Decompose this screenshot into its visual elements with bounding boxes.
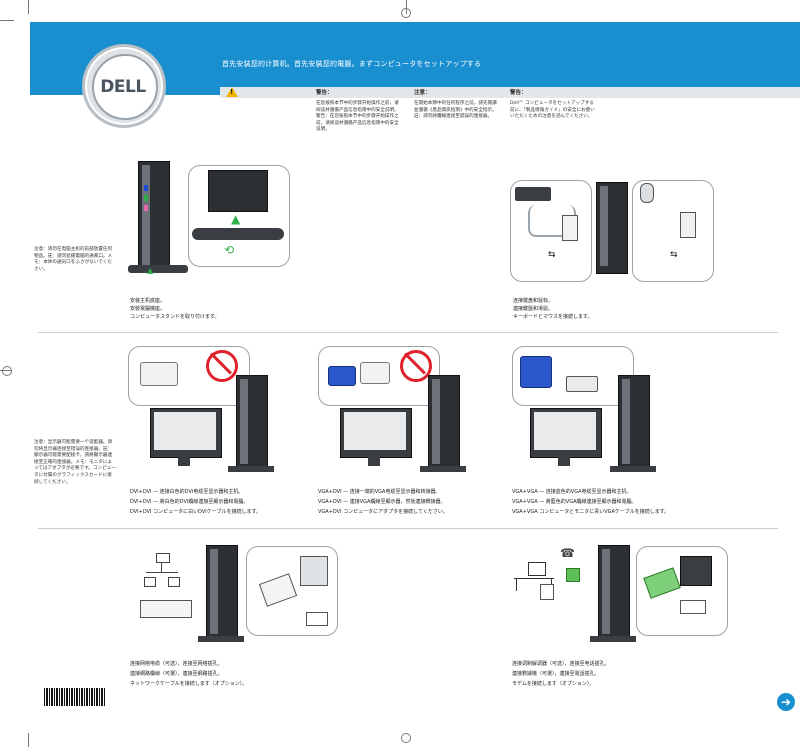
tower-back-panel [142,165,150,265]
modem-caption-zh-tw: 連接數據機（可選），連接至電話插孔。 [512,671,600,677]
ethernet-port [300,556,328,586]
dvi-connector [140,362,178,386]
keyboard-caption-zh-cn: 连接键盘和鼠标。 [513,298,554,304]
keyboard-caption-ja: キーボードとマウスを接続します。 [513,314,593,320]
monitor-screen [344,412,406,450]
vga-connector [520,356,552,388]
page-title: 首先安装您的计算机。首先安裝您的電腦。まずコンピュータをセットアップする [222,60,482,68]
keyboard-icon [515,187,551,201]
usb-connector [680,212,696,238]
monitor-screen [534,412,596,450]
tower-back-panel [432,379,440,464]
wall-jack [540,584,554,600]
arrow-up-icon: ▲ [147,266,154,275]
warning-heading-zh-cn: 警告： [316,90,333,96]
tower-stand [590,636,636,642]
dvi-caption-zh-tw: DVI+DVI — 將白色的DVI纜線連接至顯示器和電腦。 [130,499,249,505]
vga-dvi-caption-zh-cn: VGA+DVI — 连接一端的VGA电缆至显示器和转接器。 [318,489,441,495]
tower-back-panel [602,549,610,634]
crop-mark [28,0,29,14]
telephone-icon: ☎ [560,546,575,560]
modem-caption-ja: モデムを接続します（オプション）。 [512,681,595,687]
tower-stand [420,466,466,472]
registration-mark [2,366,12,376]
modem-port-icon [680,600,706,614]
monitor-stand [368,456,380,466]
modem-plug [566,568,580,582]
monitor-stand [178,456,190,466]
warning-heading-ja: 警告： [510,90,527,96]
arrow-up-icon: ▲ [231,212,241,226]
network-port-icon [306,612,328,626]
vga-vga-caption-zh-tw: VGA+VGA — 將藍色的VGA纜線連接至顯示器和電腦。 [512,499,637,505]
usb-icon: ⇆ [548,250,556,260]
usb-connector [562,215,578,241]
dvi-adapter [360,362,390,384]
stand-caption-ja: コンピュータスタンドを取り付けます。 [130,314,220,320]
monitor-screen [154,412,216,450]
tower-stand [198,636,244,642]
modem-port [680,556,712,586]
crop-mark [406,0,407,14]
tower-back-panel [210,549,218,634]
arrow-right-icon[interactable]: ➜ [777,693,795,711]
vga-vga-caption-zh-cn: VGA+VGA — 连接蓝色的VGA电缆至显示器和主机。 [512,489,632,495]
section-divider [38,332,778,333]
barcode [44,688,106,706]
tower-stand [228,466,274,472]
warning-bar [220,87,800,98]
network-jack [140,600,192,618]
vga-dvi-caption-ja: VGA+DVI コンピュータにアダプタを接続してください。 [318,509,448,515]
warning-text-zh-tw: 在開始本節中的任何程序之前，請先閱讀並遵循《產品資訊指南》中的安全指示。註：請勿… [414,101,497,120]
stand-base [128,265,188,273]
warning-text-ja: Dell™ コンピュータをセットアップする前に、『製品情報ガイド』の安全にお使い… [510,101,595,120]
network-caption-ja: ネットワークケーブルを接続します（オプション）。 [130,681,248,687]
tower-back-panel [600,186,608,266]
port-icon [144,185,148,191]
section-divider [38,528,778,529]
warning-exclamation: ! [230,88,234,96]
dvi-caption-ja: DVI+DVI コンピュータに白いDVIケーブルを接続します。 [130,509,261,515]
usb-icon: ⇆ [670,250,678,260]
vga-vga-caption-ja: VGA+VGA コンピュータとモニタに青いVGAケーブルを接続します。 [512,509,670,515]
dvi-caption-zh-cn: DVI+DVI — 连接白色的DVI电缆至显示器和主机。 [130,489,244,495]
network-caption-zh-cn: 连接网络电缆（可选），连接至网络插孔。 [130,661,223,667]
stand-caption-zh-tw: 安裝電腦機座。 [130,306,166,312]
crop-mark [28,733,29,747]
monitor-side-note: 注意：显示器可能需要一个适配器。请勿将显示器连接至错误的连接器。註：顯示器可能需… [34,440,116,485]
network-caption-zh-tw: 連接網路纜線（可選），連接至網路插孔。 [130,671,223,677]
stand-detail [192,228,284,240]
tower-stand [610,466,656,472]
vga-dvi-caption-zh-tw: VGA+DVI — 連接VGA纜線至顯示器，然後連接轉接器。 [318,499,446,505]
tower-back-panel [240,379,248,464]
tower-bottom-detail [208,170,268,212]
modem-caption-zh-cn: 连接调制解调器（可选），连接至电话插孔。 [512,661,610,667]
stand-caption-zh-cn: 安装主机底座。 [130,298,166,304]
registration-mark [401,8,411,18]
network-icon [144,553,180,589]
monitor-stand [558,456,570,466]
rotate-icon: ⟲ [224,243,235,257]
dell-logo-inner [92,54,158,120]
warning-icon [226,87,238,97]
registration-mark [401,733,411,743]
vga-port [566,376,598,392]
warning-text-zh-cn: 在您按照本节中的步骤开始操作之前，请阅读并遵循产品信息指南中的安全说明。警告：在… [316,101,399,133]
prohibited-icon [400,350,432,382]
port-icon [144,195,148,201]
crop-mark [0,20,14,21]
stand-detail-panel [188,165,290,267]
keyboard-caption-zh-tw: 連接鍵盤和滑鼠。 [513,306,554,312]
vga-connector [328,366,356,386]
mouse-icon [640,183,654,203]
prohibited-icon [206,350,238,382]
stand-side-note: 注意：请勿在电脑主机的前部放置任何物品。註：請勿遮擋電腦的通風口。メモ：本体の通… [34,247,113,272]
tower-back-panel [622,379,630,464]
port-icon [144,205,148,211]
warning-heading-zh-tw: 注意： [414,90,431,96]
dell-logo-text: DELL [100,77,146,97]
